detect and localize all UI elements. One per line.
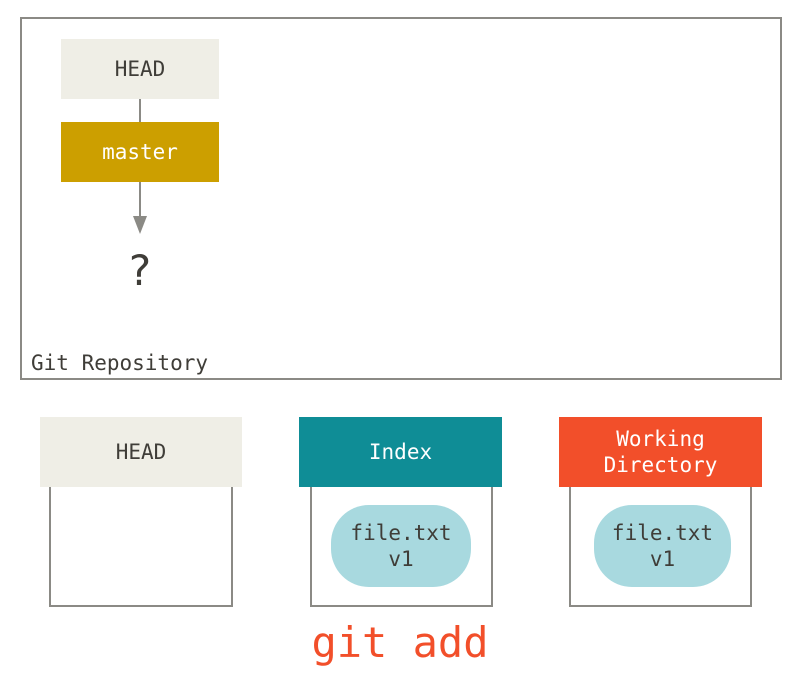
working-directory-file-blob: file.txt v1 (594, 505, 731, 587)
working-directory-tree-title: Working Directory (603, 427, 718, 477)
index-file-name: file.txt (350, 521, 452, 545)
index-file-version: v1 (388, 547, 414, 571)
index-tree-header: Index (299, 417, 502, 487)
head-ref: HEAD (61, 39, 219, 99)
head-tree-box (49, 486, 233, 607)
repository-label: Git Repository (31, 351, 209, 375)
head-tree-header: HEAD (40, 417, 242, 487)
working-directory-file-name: file.txt (611, 521, 714, 545)
command-caption: git add (311, 617, 489, 667)
branch-ref-master: master (61, 122, 219, 182)
working-directory-file-version: v1 (649, 547, 676, 571)
head-tree-title: HEAD (115, 440, 167, 464)
working-directory-tree-header: Working Directory (559, 417, 762, 487)
index-tree-title: Index (368, 440, 433, 464)
branch-ref-label: master (102, 140, 178, 164)
arrow-head-icon (133, 216, 147, 234)
commit-placeholder: ? (128, 245, 152, 295)
index-file-blob: file.txt v1 (331, 505, 471, 587)
head-ref-label: HEAD (114, 57, 166, 81)
